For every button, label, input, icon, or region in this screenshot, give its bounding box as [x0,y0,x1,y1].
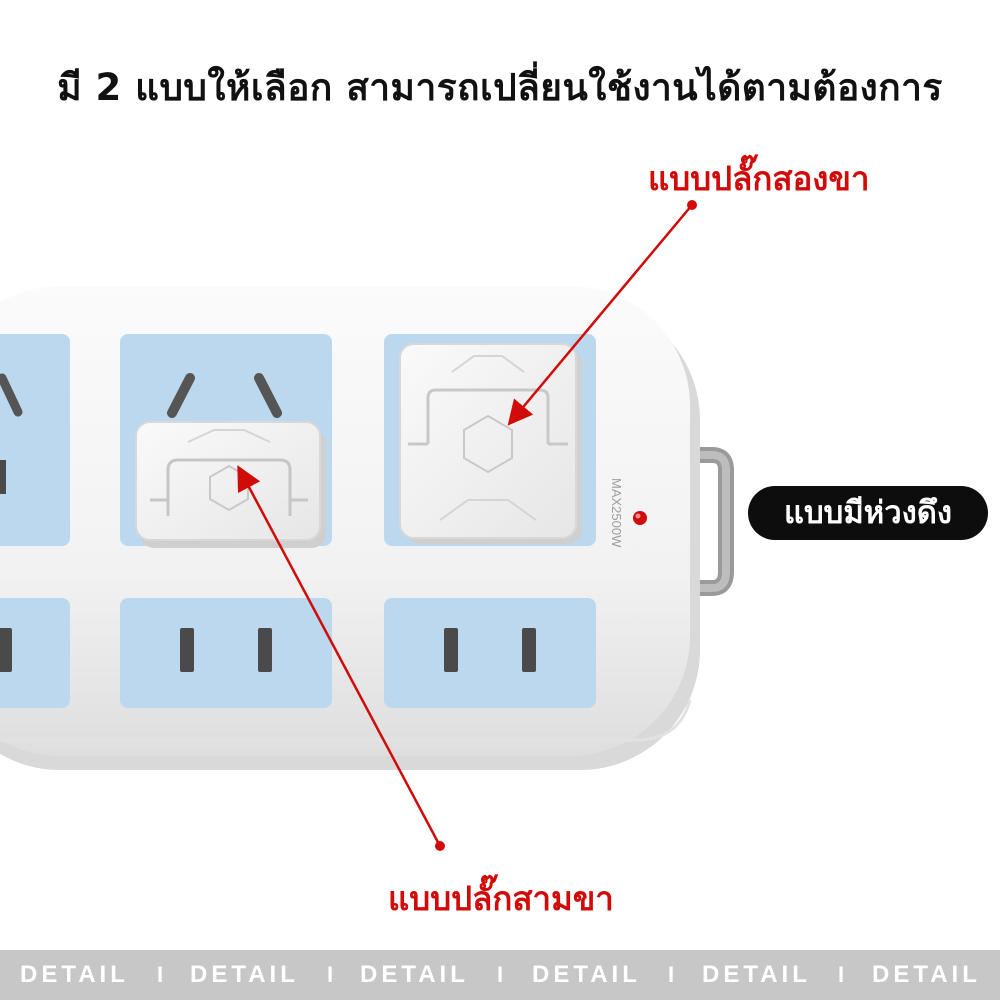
socket-bottom-right [384,598,596,708]
pull-ring-tab [680,447,734,596]
footer-detail-text: DETAIL [20,961,129,988]
socket-bottom-left [0,598,70,708]
three-pin-label: แบบปลั๊กสามขา [388,879,614,918]
detail-footer-banner: DETAIL I DETAIL I DETAIL I DETAIL I DETA… [0,950,1000,1000]
footer-separator: I [838,962,845,987]
footer-separator: I [157,962,164,987]
footer-detail-text: DETAIL [702,961,811,988]
footer-detail-text: DETAIL [360,961,469,988]
indicator-light [633,511,647,525]
strip-bottom-edge [0,699,692,742]
two-pin-label: แบบปลั๊กสองขา [648,159,870,198]
socket-top-left [0,334,70,546]
footer-separator: I [668,962,675,987]
three-pin-safety-cover [135,421,326,548]
callout-three-pin-arrow [237,465,445,851]
socket-bottom-middle [120,598,332,708]
pull-ring-label: แบบมีห่วงดึง [748,486,988,540]
two-pin-safety-cover [399,343,582,544]
footer-separator: I [497,962,504,987]
callout-two-pin-arrow [507,200,697,426]
footer-detail-text: DETAIL [872,961,981,988]
headline-title: มี 2 แบบให้เลือก สามารถเปลี่ยนใช้งานได้ต… [57,66,943,109]
footer-detail-text: DETAIL [532,961,641,988]
strip-marking: MAX2500W [609,478,624,548]
footer-detail-text: DETAIL [190,961,299,988]
footer-separator: I [327,962,334,987]
